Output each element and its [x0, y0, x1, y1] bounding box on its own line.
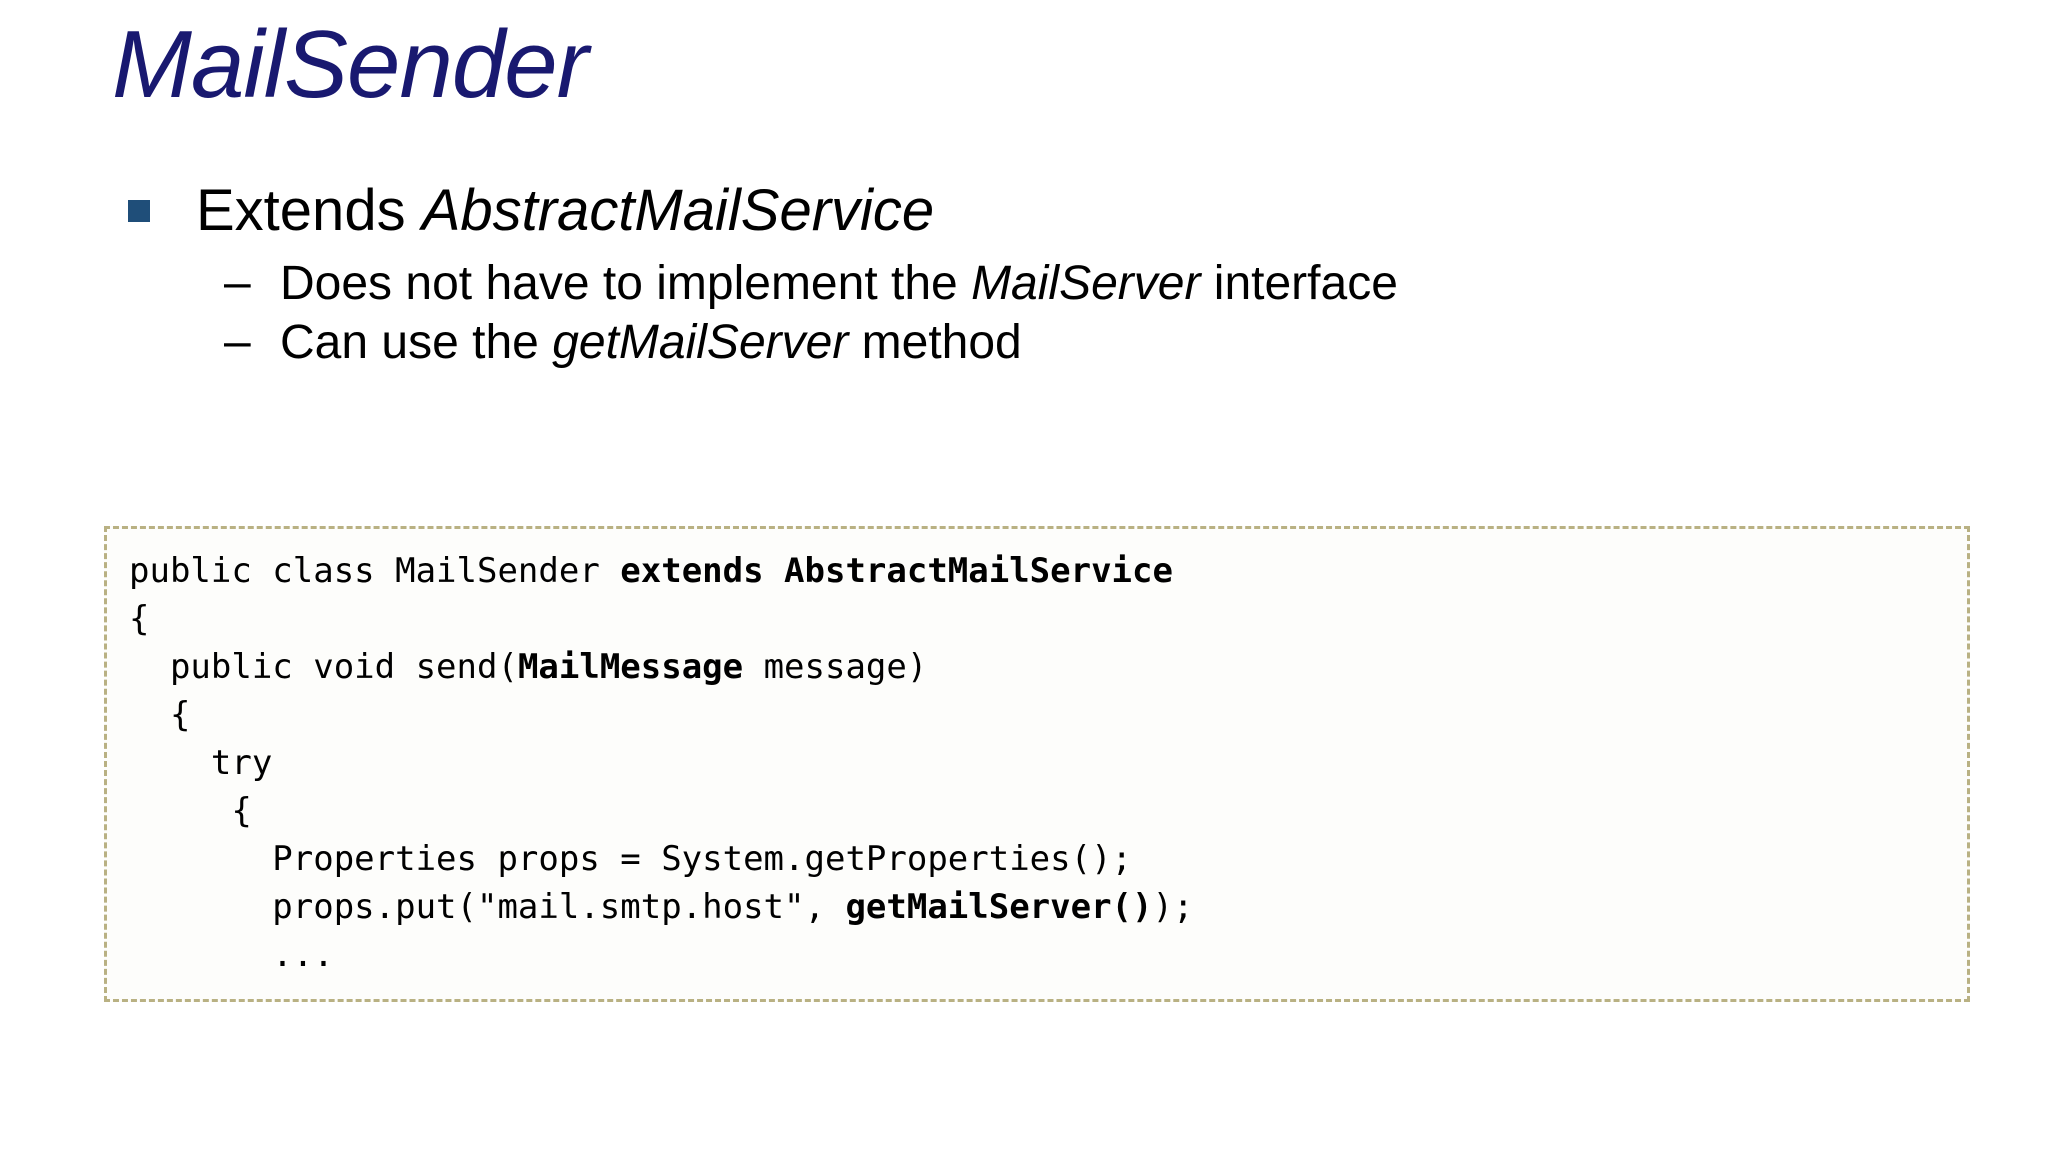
- code-line: public class MailSender extends Abstract…: [129, 547, 1945, 595]
- code-block: public class MailSender extends Abstract…: [104, 526, 1970, 1002]
- bullet-text-level2: Does not have to implement the MailServe…: [280, 255, 1398, 313]
- code-line: try: [129, 739, 1945, 787]
- code-segment: {: [129, 791, 252, 831]
- bullet-text-segment: Does not have to implement the: [280, 256, 972, 310]
- code-segment: message): [743, 647, 928, 687]
- code-segment: props.put("mail.smtp.host",: [129, 887, 846, 927]
- bullet-text-level1: Extends AbstractMailService: [196, 178, 934, 245]
- code-line: props.put("mail.smtp.host", getMailServe…: [129, 883, 1945, 931]
- bullet-text-level2: Can use the getMailServer method: [280, 314, 1022, 372]
- bullet-text-segment: Extends: [196, 178, 422, 243]
- code-segment: ...: [129, 935, 334, 975]
- list-item: – Can use the getMailServer method: [128, 314, 1988, 372]
- code-segment: {: [129, 599, 150, 639]
- code-line: {: [129, 691, 1945, 739]
- bullet-text-segment-italic: getMailServer: [552, 316, 849, 370]
- code-segment-bold: MailMessage: [517, 647, 744, 687]
- list-item: Extends AbstractMailService: [128, 178, 1988, 245]
- code-segment: );: [1152, 887, 1194, 927]
- code-segment: Properties props = System.getProperties(…: [129, 839, 1133, 879]
- code-segment: public class MailSender: [129, 551, 621, 591]
- bullet-text-segment: Can use the: [280, 316, 553, 370]
- page-title: MailSender: [112, 11, 589, 118]
- dash-bullet-icon: –: [224, 255, 251, 309]
- square-bullet-icon: [128, 200, 150, 222]
- bullet-text-segment-italic: MailServer: [971, 256, 1201, 310]
- dash-bullet-icon: –: [224, 315, 251, 369]
- code-line: {: [129, 595, 1945, 643]
- list-item: – Does not have to implement the MailSer…: [128, 255, 1988, 313]
- code-segment: {: [129, 695, 191, 735]
- code-segment-bold: getMailServer(): [845, 887, 1153, 927]
- bullet-text-segment-italic: AbstractMailService: [421, 178, 935, 243]
- code-segment: public void send(: [129, 647, 518, 687]
- code-segment-bold: extends AbstractMailService: [620, 551, 1173, 591]
- code-line: ...: [129, 931, 1945, 979]
- code-segment: try: [129, 743, 273, 783]
- code-line: {: [129, 787, 1945, 835]
- bullet-text-segment: interface: [1200, 256, 1398, 310]
- code-line: public void send(MailMessage message): [129, 643, 1945, 691]
- bullet-list: Extends AbstractMailService – Does not h…: [128, 178, 1988, 374]
- code-line: Properties props = System.getProperties(…: [129, 835, 1945, 883]
- bullet-text-segment: method: [848, 316, 1022, 370]
